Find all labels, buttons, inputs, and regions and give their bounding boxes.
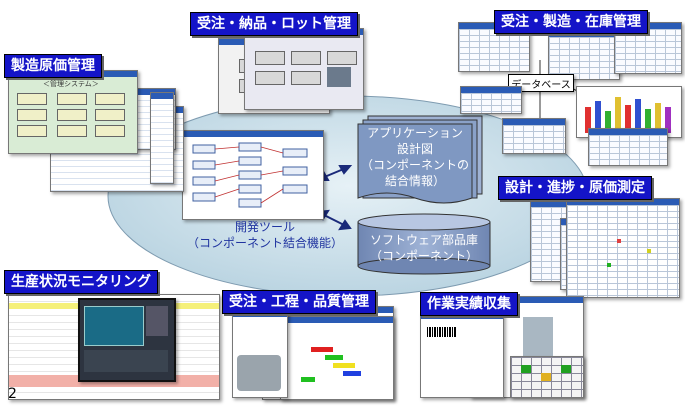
- label-design-progress-cost: 設計・進捗・原価測定: [498, 176, 652, 200]
- label-manufacturing-cost: 製造原価管理: [4, 54, 102, 78]
- software-library-cylinder: [357, 213, 491, 275]
- quality-screen-front: [232, 310, 288, 398]
- page-number: 2: [8, 386, 17, 402]
- inventory-screen-6: [588, 128, 668, 166]
- label-production-monitoring: 生産状況モニタリング: [4, 270, 158, 294]
- label-order-delivery-lot: 受注・納品・ロット管理: [190, 12, 358, 36]
- label-order-process-quality: 受注・工程・品質管理: [222, 290, 376, 314]
- work-screen-grid: [510, 356, 584, 398]
- dev-tool-screenshot: [182, 130, 324, 220]
- app-design-doc-text: アプリケーション 設計図 （コンポーネントの 結合情報）: [360, 126, 469, 188]
- design-screen-3: [566, 198, 680, 298]
- label-work-results: 作業実績収集: [420, 292, 518, 316]
- app-design-doc-stack: [357, 115, 483, 204]
- quality-screen-back-1: [280, 316, 394, 400]
- order-delivery-screen-front: [244, 28, 364, 110]
- monitoring-panel: [78, 298, 176, 382]
- inventory-screen-4: [460, 86, 522, 114]
- inventory-screen-2: [548, 30, 620, 80]
- cost-screen-back-1: [150, 92, 174, 184]
- inventory-screen-5: [502, 118, 566, 154]
- database-box: データベース: [508, 74, 574, 92]
- dev-tool-label: 開発ツール （コンポーネント結合機能）: [186, 220, 343, 250]
- software-library-text: ソフトウェア部品庫 （コンポーネント）: [369, 233, 478, 263]
- label-order-manufacture-inventory: 受注・製造・在庫管理: [494, 10, 648, 34]
- mini-title: ＜管理システム＞: [43, 80, 99, 88]
- cost-screen-front: ＜管理システム＞: [8, 70, 138, 154]
- work-screen-front: [420, 312, 504, 398]
